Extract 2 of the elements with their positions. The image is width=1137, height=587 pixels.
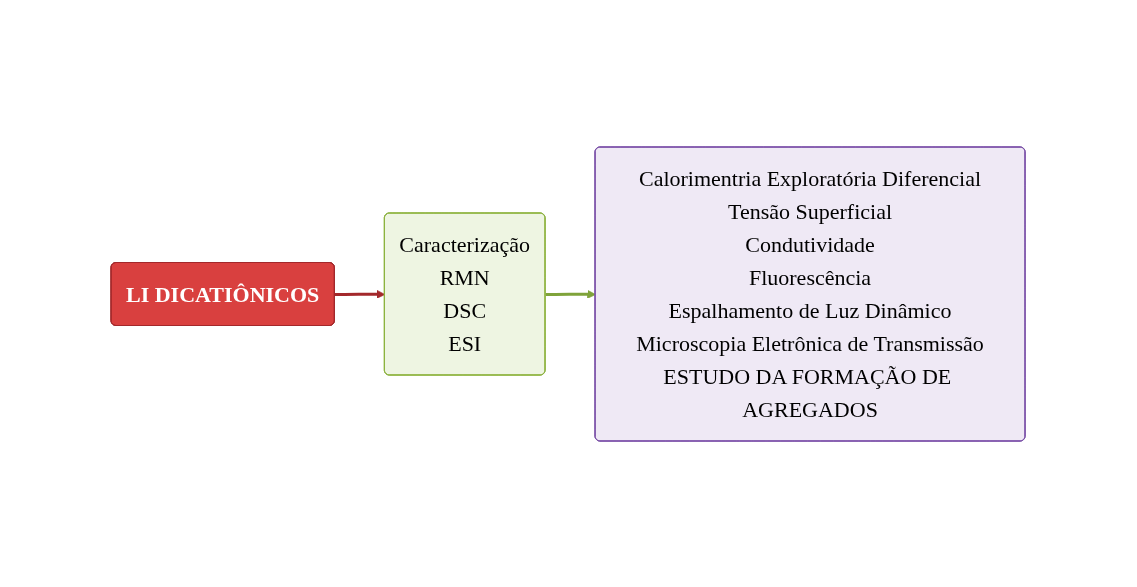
arrow <box>546 289 597 299</box>
arrow <box>335 289 386 299</box>
